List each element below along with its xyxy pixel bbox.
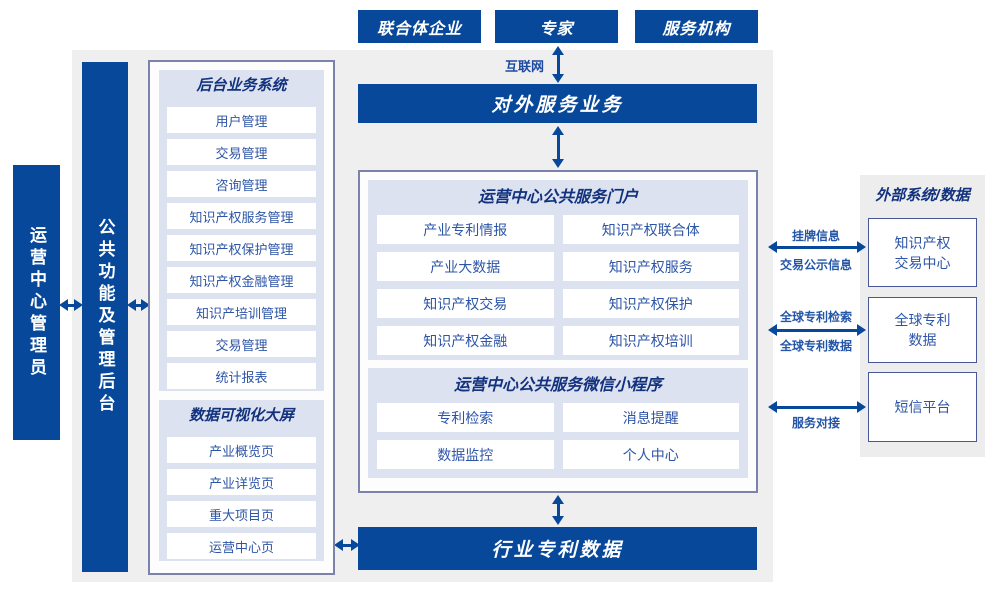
external-system-box-global-patent: 全球专利 数据 (868, 297, 977, 363)
arrowhead-left-icon (127, 299, 136, 311)
left-container: 后台业务系统 用户管理 交易管理 咨询管理 知识产权服务管理 知识产权保护管理 … (148, 60, 335, 575)
dataviz-item: 产业详览页 (167, 469, 316, 495)
backend-system-title: 后台业务系统 (196, 77, 287, 94)
double-arrow-portal-patentdata-icon (551, 495, 565, 525)
actor-box-expert: 专家 (495, 10, 618, 43)
portal-item: 知识产权联合体 (562, 215, 739, 244)
portal-item: 知识产权金融 (377, 326, 554, 355)
arrowhead-left-icon (768, 401, 777, 413)
arrowhead-down-icon (552, 516, 564, 525)
admin-bar: 运营中心管理员 (13, 165, 60, 440)
double-arrow-listing-info-icon (768, 241, 866, 253)
backend-item: 用户管理 (167, 107, 316, 133)
center-container: 运营中心公共服务门户 产业专利情报 知识产权联合体 产业大数据 知识产权服务 知… (358, 170, 758, 493)
backend-item: 知识产权保护管理 (167, 235, 316, 261)
portal-item: 知识产权培训 (562, 326, 739, 355)
backend-system-panel: 后台业务系统 用户管理 交易管理 咨询管理 知识产权服务管理 知识产权保护管理 … (159, 70, 324, 391)
arrowhead-right-icon (351, 539, 360, 551)
arrowhead-down-icon (552, 159, 564, 168)
link-label-trade-publicity: 交易公示信息 (779, 258, 852, 272)
actor-label: 联合体企业 (376, 20, 462, 38)
arrowhead-left-icon (334, 539, 343, 551)
arrowhead-up-icon (552, 46, 564, 55)
double-arrow-panel-patentdata-icon (334, 539, 360, 551)
portal-item: 知识产权服务 (562, 252, 739, 281)
miniprogram-item: 消息提醒 (562, 403, 739, 432)
miniprogram-item: 专利检索 (377, 403, 554, 432)
arrowhead-right-icon (74, 299, 83, 311)
double-arrow-admin-backend-icon (59, 299, 83, 311)
backend-item: 咨询管理 (167, 171, 316, 197)
double-arrow-internet-icon (551, 46, 565, 83)
backend-item: 知识产权金融管理 (167, 267, 316, 293)
arrowhead-left-icon (59, 299, 68, 311)
backend-item: 知识产培训管理 (167, 299, 316, 325)
arrowhead-left-icon (768, 324, 777, 336)
backend-item: 知识产权服务管理 (167, 203, 316, 229)
miniprogram-grid: 专利检索 消息提醒 数据监控 个人中心 (377, 403, 739, 469)
arrowhead-right-icon (857, 401, 866, 413)
actor-label: 服务机构 (662, 20, 731, 38)
link-label-service-connect: 服务对接 (791, 416, 840, 430)
portal-item: 产业专利情报 (377, 215, 554, 244)
miniprogram-item: 数据监控 (377, 440, 554, 469)
link-label-global-patent-data: 全球专利数据 (779, 339, 852, 353)
actor-box-service-org: 服务机构 (635, 10, 758, 43)
portal-grid: 产业专利情报 知识产权联合体 产业大数据 知识产权服务 知识产权交易 知识产权保… (377, 215, 739, 355)
dataviz-panel: 数据可视化大屏 产业概览页 产业详览页 重大项目页 运营中心页 (159, 400, 324, 561)
backend-item: 统计报表 (167, 363, 316, 389)
miniprogram-item: 个人中心 (562, 440, 739, 469)
link-label-global-patent-search: 全球专利检索 (779, 310, 852, 324)
double-arrow-service-connect-icon (768, 401, 866, 413)
backend-item: 交易管理 (167, 139, 316, 165)
dataviz-item: 重大项目页 (167, 501, 316, 527)
portal-item: 知识产权交易 (377, 289, 554, 318)
double-arrow-global-patent-icon (768, 324, 866, 336)
actor-box-consortium: 联合体企业 (358, 10, 481, 43)
arrowhead-right-icon (857, 324, 866, 336)
external-service-bar: 对外服务业务 (358, 84, 757, 123)
actor-label: 专家 (539, 20, 574, 38)
dataviz-title: 数据可视化大屏 (188, 407, 294, 424)
dataviz-item: 产业概览页 (167, 437, 316, 463)
external-system-box-ip-exchange: 知识产权 交易中心 (868, 218, 977, 287)
portal-item: 产业大数据 (377, 252, 554, 281)
portal-item: 知识产权保护 (562, 289, 739, 318)
industry-patent-bar: 行业专利数据 (358, 527, 757, 570)
arrowhead-down-icon (552, 74, 564, 83)
internet-label: 互联网 (504, 59, 544, 74)
arrowhead-up-icon (552, 126, 564, 135)
arrowhead-right-icon (141, 299, 150, 311)
external-system-box-sms: 短信平台 (868, 372, 977, 442)
arrowhead-up-icon (552, 495, 564, 504)
backend-item: 交易管理 (167, 331, 316, 357)
backend-admin-bar: 公共功能及管理后台 (82, 62, 128, 572)
double-arrow-backend-panel-icon (127, 299, 150, 311)
arrowhead-left-icon (768, 241, 777, 253)
portal-section: 运营中心公共服务门户 产业专利情报 知识产权联合体 产业大数据 知识产权服务 知… (368, 180, 748, 360)
miniprogram-section: 运营中心公共服务微信小程序 专利检索 消息提醒 数据监控 个人中心 (368, 368, 748, 478)
dataviz-item: 运营中心页 (167, 533, 316, 559)
link-label-listing-info: 挂牌信息 (791, 229, 840, 243)
arrowhead-right-icon (857, 241, 866, 253)
portal-title: 运营中心公共服务门户 (477, 189, 638, 206)
double-arrow-service-portal-icon (551, 126, 565, 168)
miniprogram-title: 运营中心公共服务微信小程序 (453, 377, 662, 394)
external-systems-title: 外部系统/数据 (875, 187, 970, 204)
